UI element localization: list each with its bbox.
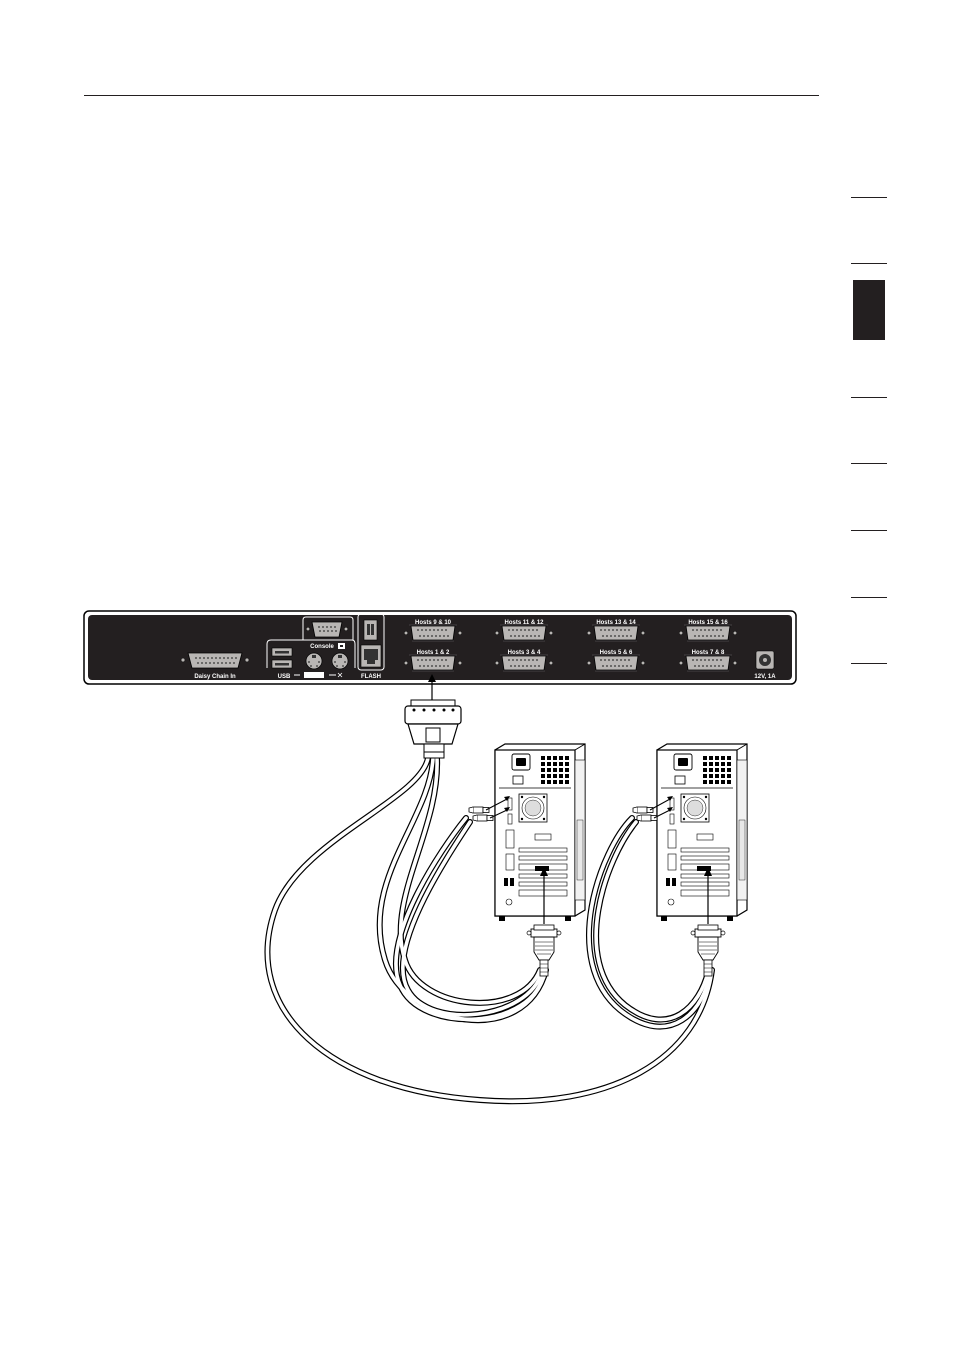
daisy-chain-label: Daisy Chain In bbox=[194, 674, 236, 680]
host-port-label: Hosts 11 & 12 bbox=[504, 620, 544, 626]
power-jack: 12V, 1A bbox=[754, 651, 776, 680]
host-port-label: Hosts 5 & 6 bbox=[600, 650, 633, 656]
host-computer-1 bbox=[469, 744, 585, 976]
host-port-label: Hosts 15 & 16 bbox=[688, 620, 728, 626]
vga-plug bbox=[527, 925, 561, 976]
flash-port: FLASH bbox=[361, 645, 381, 680]
kvm-switch-rear-panel: Daisy Chain In Console USB bbox=[84, 611, 796, 684]
host-port-label: Hosts 7 & 8 bbox=[692, 650, 725, 656]
power-label: 12V, 1A bbox=[754, 674, 776, 680]
host-computer-2 bbox=[633, 744, 747, 976]
flash-switch bbox=[364, 620, 377, 640]
host-port-label: Hosts 1 & 2 bbox=[417, 650, 450, 656]
keyboard-icon bbox=[304, 672, 324, 678]
host-port-label: Hosts 13 & 14 bbox=[596, 620, 636, 626]
console-label: Console bbox=[310, 644, 334, 650]
host-port-label: Hosts 9 & 10 bbox=[415, 620, 452, 626]
flash-label: FLASH bbox=[361, 674, 381, 680]
kvm-cable-connector bbox=[405, 700, 461, 758]
usb-label: USB bbox=[278, 674, 291, 680]
vga-plug bbox=[691, 925, 725, 976]
host-port-label: Hosts 3 & 4 bbox=[508, 650, 541, 656]
